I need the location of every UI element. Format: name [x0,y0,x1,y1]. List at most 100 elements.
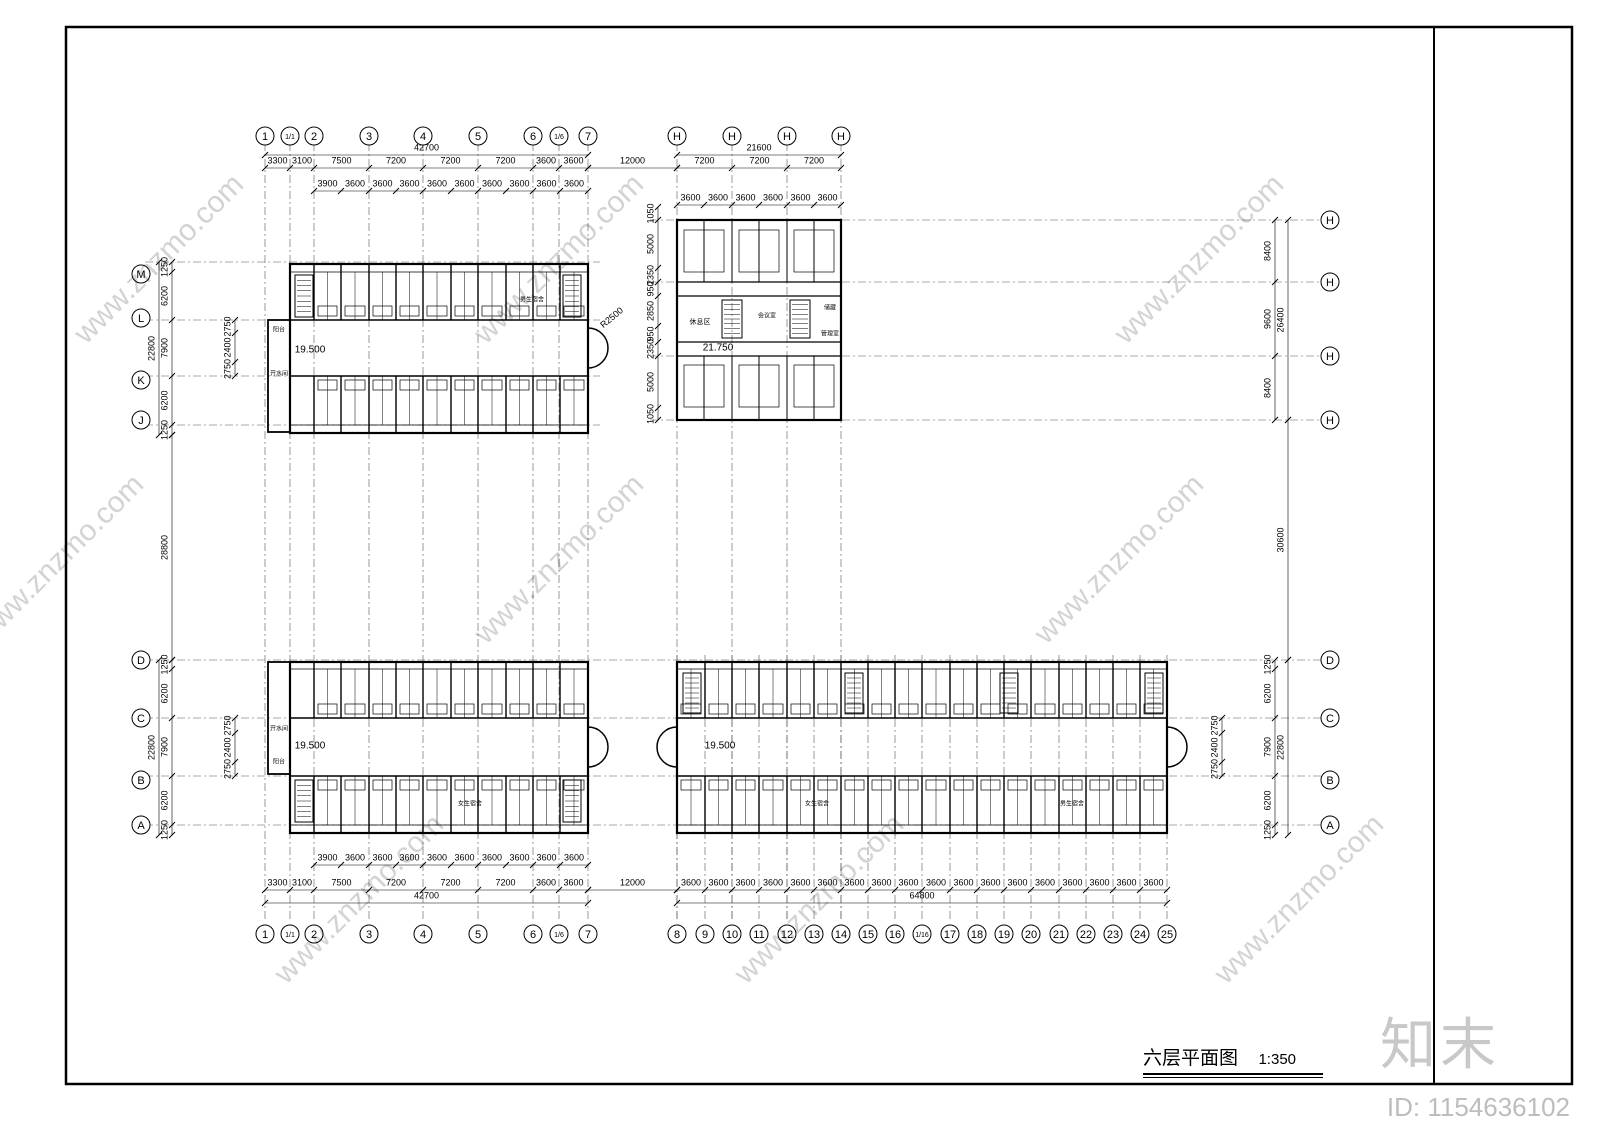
radius-label: R2500 [598,305,625,330]
dim-text: 8400 [1262,241,1272,261]
axis-label: D [1326,655,1334,667]
dim-tick [946,886,954,894]
axis-bubble: 22 [1076,924,1096,944]
dim-text: 5000 [645,372,655,392]
axis-circle [549,126,569,146]
bathroom [817,703,838,715]
bathroom [536,779,557,791]
dim-text: 3600 [345,178,365,188]
room-meeting: 会议室 [758,312,776,320]
axis-bubble: 17 [940,924,960,944]
dim-text: 3600 [735,877,755,887]
axis-circle [280,924,300,944]
room-dorm-male-right: 男生宿舍 [1060,800,1084,808]
dim-tick [261,886,269,894]
axis-label: 1/6 [554,134,564,141]
axis-label: 14 [835,929,847,941]
bathroom [790,703,811,715]
dim-tick [502,861,510,869]
axis-circle [858,924,878,944]
dim-tick [810,201,818,209]
axis-label: 17 [944,929,956,941]
axis-circle [280,126,300,146]
dim-tick [673,151,681,159]
dim-text: 3600 [427,178,447,188]
axis-circle [722,924,742,944]
dim-text: 7200 [440,155,460,165]
round-end [587,327,609,369]
dim-text: 2400 [222,337,232,357]
dim-text: 64800 [909,890,934,900]
dim-tick [1218,758,1226,766]
dim-tick [365,187,373,195]
dim-text: 3600 [953,877,973,887]
axis-circle [831,924,851,944]
axis-label: C [1326,713,1334,725]
axis-bubble: 2 [304,924,324,944]
dim-tick [155,431,163,439]
dim-tick [168,421,176,429]
dim-text: 3600 [454,178,474,188]
dim-text: 42700 [414,142,439,152]
dim-tick [654,404,662,412]
axis-bubble: 1/16 [912,924,932,944]
axis-label: 21 [1053,929,1065,941]
dim-tick [231,316,239,324]
room-furniture [738,364,780,408]
stair [562,779,582,823]
bathroom [454,779,475,791]
bathroom [1034,779,1056,791]
axis-bubble: 5 [468,126,488,146]
dim-tick [286,886,294,894]
axis-circle [523,126,543,146]
axis-circle [131,308,151,328]
bathroom [1062,703,1083,715]
dim-tick [673,899,681,907]
dim-tick [155,656,163,664]
dim-text: 1250 [159,257,169,277]
axis-bubble: C [131,708,151,728]
dim-tick [474,886,482,894]
dim-tick [556,187,564,195]
bathroom [481,703,503,715]
bathroom [1116,703,1137,715]
dim-tick [1271,831,1279,839]
axis-circle [131,410,151,430]
dim-text: 3600 [563,877,583,887]
bathroom [1007,779,1028,791]
axis-bubble: 1/1 [280,126,300,146]
axis-bubble: 15 [858,924,878,944]
dim-text: 950 [645,281,655,296]
axis-label: 1/1 [285,134,295,141]
dim-tick [654,203,662,211]
watermark-url: www.znzmo.com [1027,468,1210,651]
dim-tick [419,164,427,172]
dim-tick [654,322,662,330]
bathroom [1034,703,1056,715]
dim-text: 3600 [427,852,447,862]
axis-bubble: 20 [1021,924,1041,944]
dim-tick [654,292,662,300]
axis-circle [1320,272,1340,292]
axis-circle [468,924,488,944]
axis-bubble: 9 [695,924,715,944]
bathroom [344,779,366,791]
axis-label: 1 [262,131,268,143]
dim-tick [891,886,899,894]
axis-bubble: 14 [831,924,851,944]
dim-tick [1055,886,1063,894]
bathroom [1089,779,1110,791]
axis-bubble: 18 [967,924,987,944]
axis-circle [578,126,598,146]
axis-label: 13 [808,929,820,941]
room-storage: 储藏 [824,304,836,312]
dim-text: 3900 [317,852,337,862]
room-furniture [793,229,835,273]
dim-text: 2750 [222,759,232,779]
axis-bubble: 5 [468,924,488,944]
